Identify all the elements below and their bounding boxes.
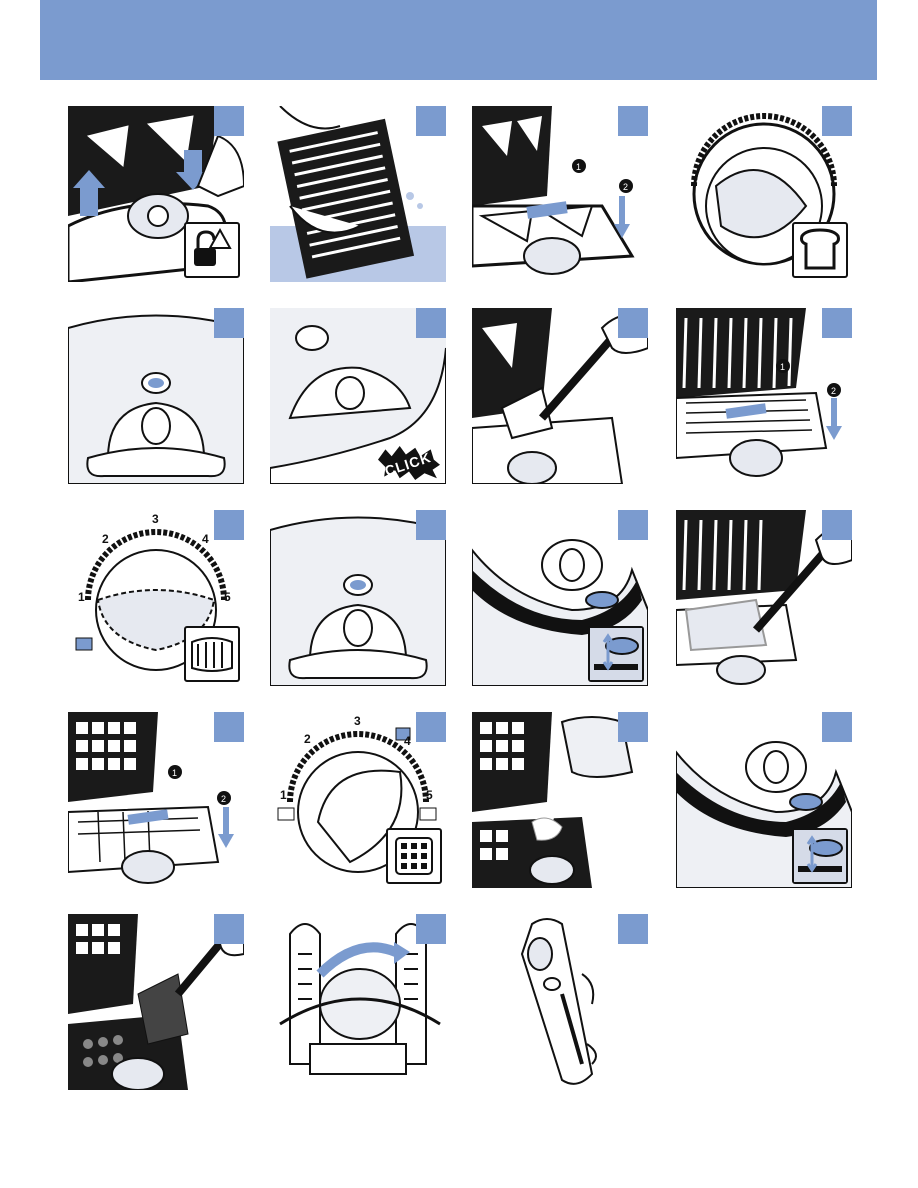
step-badge bbox=[416, 914, 446, 944]
panel-close-lid: CLICK bbox=[270, 308, 446, 484]
svg-text:2: 2 bbox=[831, 386, 836, 396]
svg-text:1: 1 bbox=[576, 162, 581, 172]
step-badge bbox=[618, 106, 648, 136]
step-badge bbox=[822, 308, 852, 338]
step-badge bbox=[618, 914, 648, 944]
panel-wind-cord bbox=[270, 914, 446, 1090]
grill-icon bbox=[184, 626, 240, 682]
toast-icon bbox=[792, 222, 848, 278]
panel-insert-grill-plate: 1 2 bbox=[676, 308, 852, 484]
step-badge bbox=[214, 914, 244, 944]
panel-indicator-light-2 bbox=[270, 510, 446, 686]
panel-insert-waffle-plate: 1 2 bbox=[68, 712, 244, 888]
panel-clean-plate bbox=[270, 106, 446, 282]
panel-remove-sandwich bbox=[472, 308, 648, 484]
panel-dial-waffle: 1 2 3 4 5 bbox=[270, 712, 446, 888]
panel-insert-sandwich-plate: 1 2 bbox=[472, 106, 648, 282]
panel-open-appliance bbox=[68, 106, 244, 282]
step-badge bbox=[214, 106, 244, 136]
waffle-icon bbox=[386, 828, 442, 884]
step-badge bbox=[618, 510, 648, 540]
dial-number-2: 2 bbox=[304, 732, 311, 746]
up-down-arrow-icon bbox=[588, 626, 644, 682]
panel-indicator-light bbox=[68, 308, 244, 484]
dial-number-4: 4 bbox=[404, 734, 411, 748]
panel-dial-grill: 1 2 3 4 5 bbox=[68, 510, 244, 686]
step-badge bbox=[822, 712, 852, 742]
dial-number-1: 1 bbox=[78, 590, 85, 604]
svg-text:1: 1 bbox=[780, 362, 785, 372]
step-badge bbox=[822, 106, 852, 136]
step-badge bbox=[214, 510, 244, 540]
step-badge bbox=[214, 712, 244, 742]
panel-upright-storage bbox=[472, 914, 648, 1090]
step-badge bbox=[416, 308, 446, 338]
dial-number-1: 1 bbox=[280, 788, 287, 802]
panel-open-latch bbox=[472, 510, 648, 686]
step-badge bbox=[618, 712, 648, 742]
unlock-icon bbox=[184, 222, 240, 278]
up-down-arrow-icon bbox=[792, 828, 848, 884]
step-badge bbox=[416, 712, 446, 742]
dial-number-3: 3 bbox=[354, 714, 361, 728]
step-badge bbox=[214, 308, 244, 338]
dial-number-3: 3 bbox=[152, 512, 159, 526]
svg-text:2: 2 bbox=[623, 182, 628, 192]
panel-remove-grilled-food bbox=[676, 510, 852, 686]
panel-open-latch-2 bbox=[676, 712, 852, 888]
panel-dial-toast bbox=[676, 106, 852, 282]
panel-pour-batter bbox=[472, 712, 648, 888]
svg-text:2: 2 bbox=[221, 794, 226, 804]
step-badge bbox=[416, 106, 446, 136]
step-badge bbox=[822, 510, 852, 540]
dial-number-2: 2 bbox=[102, 532, 109, 546]
dial-number-5: 5 bbox=[426, 788, 433, 802]
dial-number-5: 5 bbox=[224, 590, 231, 604]
svg-text:1: 1 bbox=[172, 768, 177, 778]
dial-number-4: 4 bbox=[202, 532, 209, 546]
panel-remove-waffles bbox=[68, 914, 244, 1090]
step-badge bbox=[618, 308, 648, 338]
step-badge bbox=[416, 510, 446, 540]
